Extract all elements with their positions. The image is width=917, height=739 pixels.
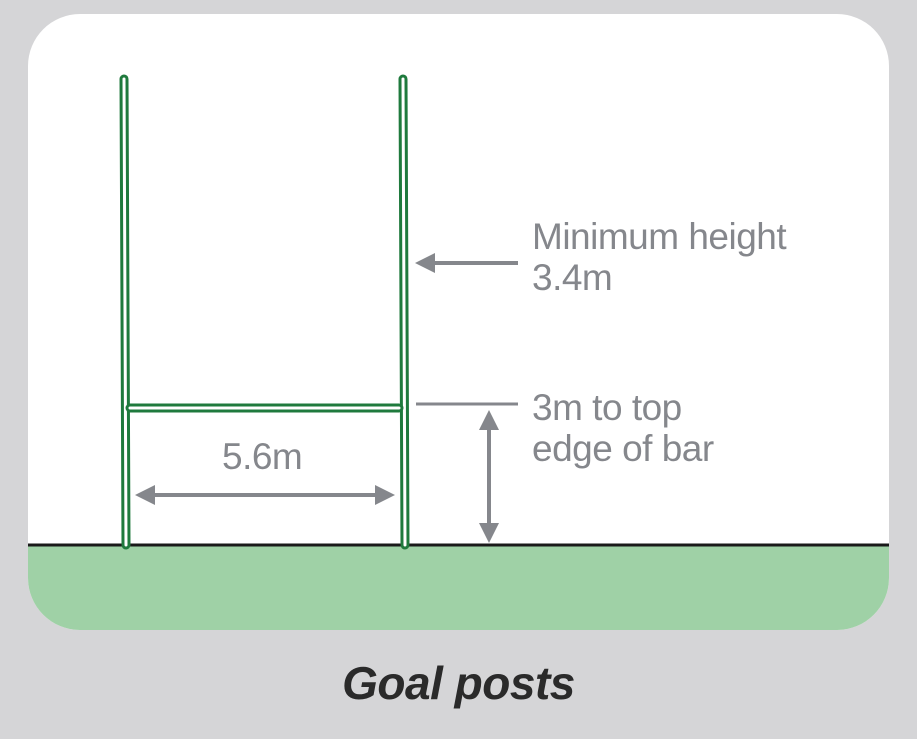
minimum-height-label-line2: 3.4m [532, 257, 613, 298]
post-width-value: 5.6m [222, 436, 303, 477]
crossbar-height-label-line1: 3m to top [532, 387, 682, 428]
post-width-label: 5.6m [222, 436, 303, 477]
diagram-caption: Goal posts [342, 657, 575, 709]
crossbar-height-label: 3m to top edge of bar [532, 387, 714, 469]
grass [28, 545, 889, 630]
minimum-height-label-line1: Minimum height [532, 216, 787, 257]
minimum-height-label: Minimum height 3.4m [532, 216, 787, 298]
crossbar-height-label-line2: edge of bar [532, 428, 714, 469]
